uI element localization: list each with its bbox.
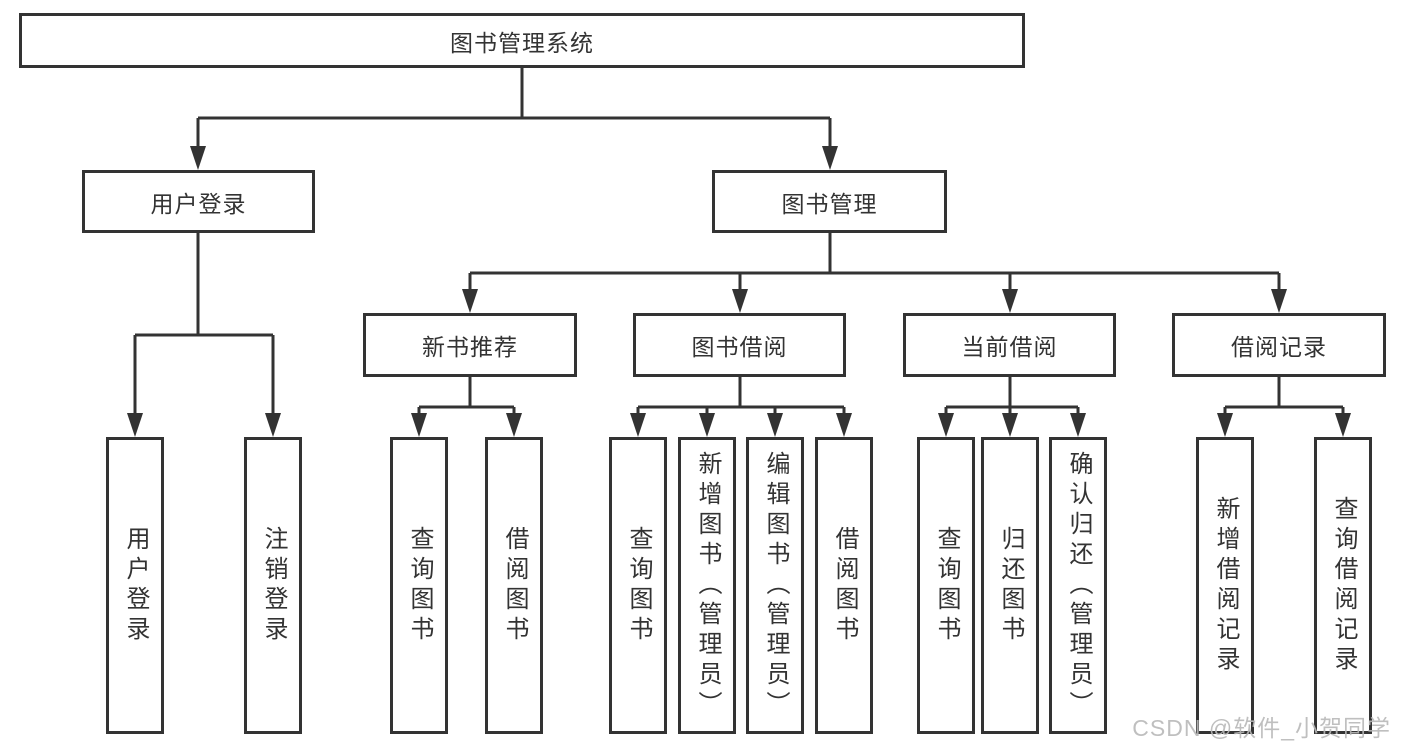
leaf-borrow-books-label: 借阅图书	[831, 525, 858, 646]
leaf-query-books-recommend-label: 查询图书	[406, 525, 433, 646]
leaf-add-borrow-record: 新增借阅记录	[1196, 437, 1254, 734]
leaf-query-books-recommend: 查询图书	[390, 437, 448, 734]
leaf-user-login: 用户登录	[106, 437, 164, 734]
node-user-login-label: 用户登录	[150, 190, 247, 217]
leaf-edit-book-admin: 编辑图书（管理员）	[746, 437, 804, 734]
leaf-logout: 注销登录	[244, 437, 302, 734]
leaf-confirm-return-admin: 确认归还（管理员）	[1049, 437, 1107, 734]
leaf-add-book-admin-label: 新增图书（管理员）	[694, 450, 721, 721]
leaf-borrow-books-recommend-label: 借阅图书	[501, 525, 528, 646]
leaf-query-borrow-record: 查询借阅记录	[1314, 437, 1372, 734]
leaf-confirm-return-admin-label: 确认归还（管理员）	[1065, 450, 1092, 721]
leaf-add-book-admin: 新增图书（管理员）	[678, 437, 736, 734]
leaf-query-books-borrow-label: 查询图书	[625, 525, 652, 646]
leaf-edit-book-admin-label: 编辑图书（管理员）	[762, 450, 789, 721]
leaf-query-books-borrow: 查询图书	[609, 437, 667, 734]
node-new-book-recommend-label: 新书推荐	[422, 334, 518, 360]
leaf-add-borrow-record-label: 新增借阅记录	[1212, 495, 1239, 676]
node-new-book-recommend: 新书推荐	[363, 313, 577, 377]
leaf-query-borrow-record-label: 查询借阅记录	[1330, 495, 1357, 676]
leaf-borrow-books-recommend: 借阅图书	[485, 437, 543, 734]
node-library-system: 图书管理系统	[19, 13, 1025, 68]
leaf-return-book: 归还图书	[981, 437, 1039, 734]
connector-stems	[133, 68, 1345, 418]
leaf-borrow-books: 借阅图书	[815, 437, 873, 734]
node-borrow-records: 借阅记录	[1172, 313, 1386, 377]
node-book-borrow: 图书借阅	[633, 313, 846, 377]
node-current-borrow-label: 当前借阅	[961, 334, 1058, 360]
leaf-return-book-label: 归还图书	[997, 525, 1024, 646]
node-book-borrow-label: 图书借阅	[691, 334, 788, 360]
leaf-query-books-current: 查询图书	[917, 437, 975, 734]
node-book-management: 图书管理	[712, 170, 947, 233]
csdn-watermark: CSDN @软件_小贺同学	[1132, 715, 1391, 741]
node-user-login: 用户登录	[82, 170, 315, 233]
node-library-system-label: 图书管理系统	[450, 29, 594, 56]
leaf-logout-label: 注销登录	[260, 525, 287, 646]
node-current-borrow: 当前借阅	[903, 313, 1116, 377]
leaf-query-books-current-label: 查询图书	[933, 525, 960, 646]
node-borrow-records-label: 借阅记录	[1231, 334, 1327, 360]
leaf-user-login-label: 用户登录	[122, 525, 149, 646]
arrowheads	[127, 146, 1351, 437]
node-book-management-label: 图书管理	[781, 190, 878, 217]
